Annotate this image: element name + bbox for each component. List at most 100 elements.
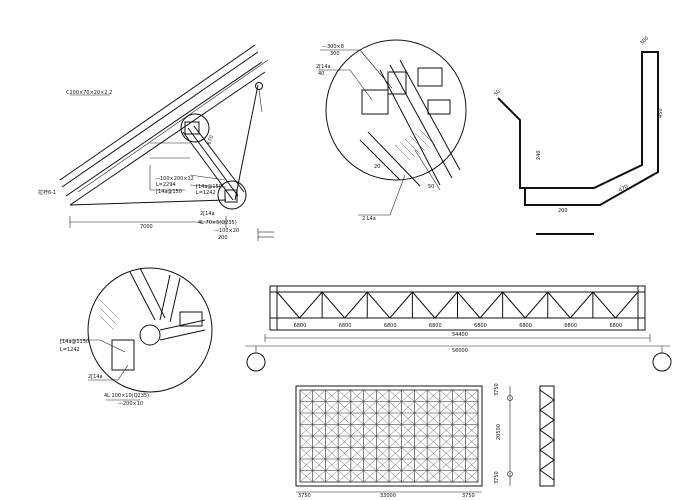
- grid-diagonal: [452, 435, 466, 448]
- grid-diagonal: [388, 424, 402, 437]
- circle-top-label-7: 2 L4a: [362, 216, 376, 222]
- grid-dim-right-2: 20500: [496, 424, 502, 440]
- grid-diagonal: [299, 412, 313, 425]
- grid-diagonal: [388, 389, 402, 402]
- grid-diagonal: [414, 470, 428, 483]
- truss-diagonal: [592, 291, 616, 319]
- circle-top-label-2: 300: [330, 51, 340, 57]
- plate-label-2: L=2294: [156, 182, 176, 188]
- truss-diagonal: [344, 291, 368, 319]
- grid-diagonal: [388, 412, 402, 425]
- truss-diagonal: [524, 291, 549, 319]
- roof-dim-bottom: 7000: [140, 224, 153, 230]
- bent-dim-top: 300: [639, 35, 650, 46]
- grid-diagonal: [299, 447, 313, 460]
- grid-diagonal: [465, 435, 479, 448]
- grid-diagonal: [312, 401, 326, 414]
- detail-callout-1: [180, 113, 210, 143]
- grid-diagonal: [401, 412, 415, 425]
- truss-diagonal: [366, 291, 391, 319]
- grid-diagonal: [427, 458, 440, 471]
- bent-dim-diag: 470: [618, 184, 629, 194]
- grid-diagonal: [465, 401, 479, 414]
- grid-diagonal: [376, 412, 390, 425]
- grid-plan: 3750 20500 3750 3750 33000 3750: [295, 383, 555, 499]
- grid-diagonal: [325, 401, 339, 414]
- grid-diagonal: [376, 458, 390, 471]
- grid-diagonal: [325, 435, 339, 448]
- truss-diagonal: [457, 291, 481, 319]
- grid-dim-right-1: 3750: [494, 383, 500, 396]
- grid-diagonal: [452, 470, 466, 483]
- truss-diagonal: [569, 291, 594, 319]
- grid-diagonal: [338, 401, 351, 414]
- column-grid-left: [246, 352, 266, 372]
- grid-diagonal: [338, 389, 351, 402]
- grid-diagonal: [350, 389, 364, 402]
- grid-diagonal: [312, 447, 326, 460]
- circle-top-label-5: 20: [374, 164, 380, 170]
- grid-dim-bottom-3: 3750: [462, 493, 475, 499]
- grid-diagonal: [439, 447, 453, 460]
- grid-diagonal: [350, 412, 364, 425]
- circle-top-label-6: 50: [428, 184, 434, 190]
- grid-diagonal: [312, 470, 326, 483]
- grid-diagonal: [439, 470, 453, 483]
- grid-diagonal: [338, 470, 351, 483]
- grid-diagonal: [452, 447, 466, 460]
- grid-diagonal: [312, 458, 326, 471]
- grid-diagonal: [414, 401, 428, 414]
- circle-left-label-4: 4L 100×10(Q235): [104, 393, 149, 399]
- truss-panel-label: 6800: [609, 323, 622, 329]
- grid-diagonal: [414, 435, 428, 448]
- grid-diagonal: [439, 412, 453, 425]
- grid-diagonal: [401, 401, 415, 414]
- grid-diagonal: [363, 401, 377, 414]
- grid-diagonal: [439, 458, 453, 471]
- truss-panel-label: 6800: [339, 323, 352, 329]
- bottom-note-2: 4L 70×5(Q235): [198, 220, 237, 226]
- grid-diagonal: [452, 458, 466, 471]
- grid-diagonal: [388, 435, 402, 448]
- grid-diagonal: [452, 389, 466, 402]
- grid-diagonal: [388, 401, 402, 414]
- grid-diagonal: [388, 447, 402, 460]
- truss-diagonal: [389, 291, 413, 319]
- purlin-label: C200×70×20×2.2: [66, 90, 112, 96]
- grid-diagonal: [363, 470, 377, 483]
- grid-diagonal: [376, 435, 390, 448]
- grid-diagonal: [350, 401, 364, 414]
- grid-diagonal: [427, 424, 440, 437]
- truss-diagonal: [411, 291, 436, 319]
- grid-diagonal: [439, 424, 453, 437]
- grid-diagonal: [312, 424, 326, 437]
- bent-dim-left-top: 50: [493, 89, 502, 98]
- grid-diagonal: [363, 447, 377, 460]
- grid-diagonal: [465, 470, 479, 483]
- bent-dim-bottom: 200: [558, 208, 568, 214]
- grid-diagonal: [376, 447, 390, 460]
- bottom-note-4: 200: [218, 235, 228, 241]
- bent-dim-right: 450: [658, 108, 664, 118]
- grid-diagonal: [401, 447, 415, 460]
- bent-section-profile: 50 240 200 470 450 300: [493, 35, 664, 235]
- grid-diagonal: [325, 424, 339, 437]
- grid-diagonal: [452, 412, 466, 425]
- grid-diagonal: [325, 412, 339, 425]
- grid-diagonal: [312, 435, 326, 448]
- grid-diagonal: [427, 447, 440, 460]
- grid-diagonal: [465, 389, 479, 402]
- grid-diagonal: [363, 412, 377, 425]
- truss-panel-label: 6800: [519, 323, 532, 329]
- grid-diagonal: [325, 458, 339, 471]
- grid-diagonal: [350, 447, 364, 460]
- circle-left-label-2: L=1242: [60, 347, 80, 353]
- circle-top-label-4: 40: [318, 71, 324, 77]
- grid-diagonal: [376, 424, 390, 437]
- bottom-note-3: —100×20: [214, 228, 239, 234]
- grid-diagonal: [376, 401, 390, 414]
- plate-label-1: —100×200×12: [155, 176, 194, 182]
- grid-diagonal: [338, 458, 351, 471]
